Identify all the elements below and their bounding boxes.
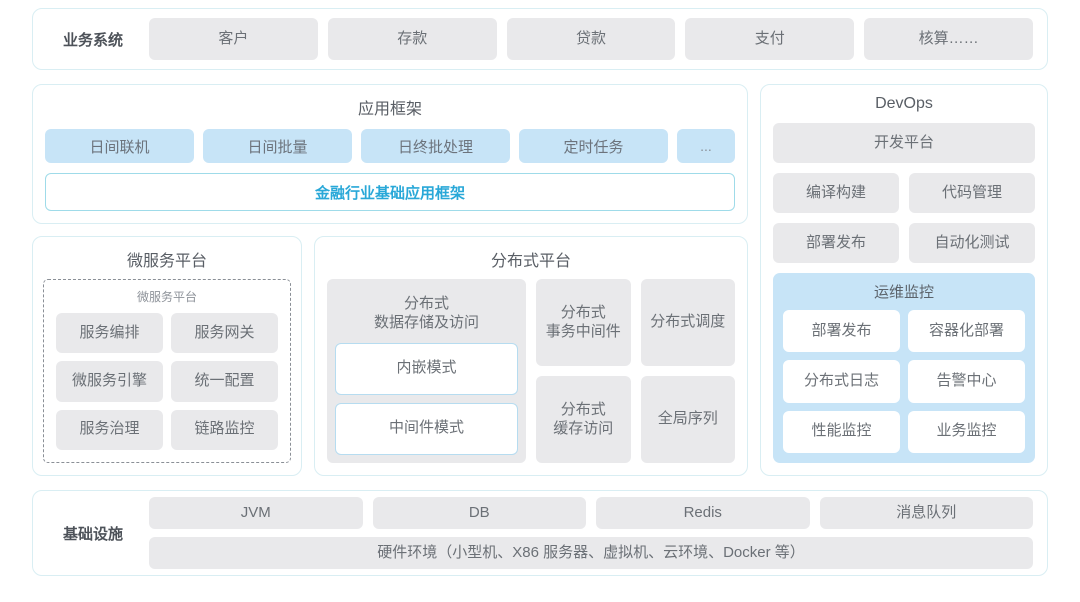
distributed-body: 分布式 数据存储及访问 内嵌模式 中间件模式 分布式 <box>327 279 735 463</box>
infrastructure-item-jvm[interactable]: JVM <box>149 497 363 529</box>
distributed-platform-section: 分布式平台 分布式 数据存储及访问 内嵌模式 中间件模式 <box>314 236 748 476</box>
business-item-loan[interactable]: 贷款 <box>506 18 676 60</box>
distributed-cell-0-line2: 事务中间件 <box>545 322 621 340</box>
business-systems-section: 业务系统 客户 存款 贷款 支付 核算…… <box>32 8 1048 70</box>
distributed-cell-global-sequence[interactable]: 全局序列 <box>640 376 735 463</box>
ops-item-deploy-release[interactable]: 部署发布 <box>783 310 900 353</box>
devops-item-automated-testing[interactable]: 自动化测试 <box>909 223 1035 263</box>
business-systems-label: 业务系统 <box>62 31 123 49</box>
business-item-payment[interactable]: 支付 <box>685 18 855 60</box>
microservice-item-engine[interactable]: 微服务引擎 <box>56 361 163 402</box>
microservice-item-governance[interactable]: 服务治理 <box>56 409 163 450</box>
ops-item-distributed-logging[interactable]: 分布式日志 <box>783 360 900 403</box>
infrastructure-label: 基础设施 <box>62 525 123 543</box>
application-framework-title: 应用框架 <box>357 101 422 118</box>
infrastructure-hardware-row: 硬件环境（小型机、X86 服务器、虚拟机、云环境、Docker 等） <box>149 537 1033 569</box>
ops-item-performance-monitoring[interactable]: 性能监控 <box>783 410 900 453</box>
distributed-cell-0-line1: 分布式 <box>560 303 606 321</box>
distributed-storage-column: 分布式 数据存储及访问 内嵌模式 中间件模式 <box>327 279 526 463</box>
devops-section: DevOps 开发平台 编译构建 代码管理 部署发布 自动化测试 运维监控 部署… <box>760 84 1048 476</box>
devops-item-deploy-release[interactable]: 部署发布 <box>773 223 899 263</box>
devops-item-dev-platform[interactable]: 开发平台 <box>773 123 1035 163</box>
business-item-customer[interactable]: 客户 <box>149 18 318 60</box>
distributed-cell-transaction-middleware[interactable]: 分布式 事务中间件 <box>536 279 631 366</box>
distributed-cell-2-line1: 分布式 <box>560 400 606 418</box>
distributed-platform-title: 分布式平台 <box>490 253 571 270</box>
distributed-cell-scheduling[interactable]: 分布式调度 <box>640 279 735 366</box>
devops-item-build[interactable]: 编译构建 <box>773 173 899 213</box>
platform-band: 应用框架 日间联机 日间批量 日终批处理 定时任务 ... 金融行业基础应用框架… <box>32 84 1048 476</box>
platform-left-column: 应用框架 日间联机 日间批量 日终批处理 定时任务 ... 金融行业基础应用框架… <box>32 84 748 476</box>
appfw-chip-more[interactable]: ... <box>677 129 735 163</box>
microservice-item-gateway[interactable]: 服务网关 <box>171 313 278 354</box>
appfw-chip-scheduled-task[interactable]: 定时任务 <box>519 129 668 163</box>
infrastructure-stack: JVM DB Redis 消息队列 硬件环境（小型机、X86 服务器、虚拟机、云… <box>149 497 1033 569</box>
distributed-cell-2-line2: 缓存访问 <box>553 419 614 437</box>
ops-item-business-monitoring[interactable]: 业务监控 <box>908 410 1025 453</box>
microservice-platform-section: 微服务平台 微服务平台 服务编排 服务网关 微服务引擎 统一配置 服务治理 链路… <box>32 236 302 476</box>
appfw-chip-daytime-batch[interactable]: 日间批量 <box>203 129 352 163</box>
distributed-storage-title: 分布式 数据存储及访问 <box>335 287 518 343</box>
distributed-cell-cache-access[interactable]: 分布式 缓存访问 <box>536 376 631 463</box>
ops-monitoring-grid: 部署发布 容器化部署 分布式日志 告警中心 性能监控 业务监控 <box>783 310 1025 453</box>
microservice-item-orchestration[interactable]: 服务编排 <box>56 313 163 354</box>
distributed-storage-title-line1: 分布式 <box>403 295 449 312</box>
distributed-mode-middleware[interactable]: 中间件模式 <box>335 402 518 455</box>
distributed-mode-embedded[interactable]: 内嵌模式 <box>335 342 518 395</box>
microservice-platform-title: 微服务平台 <box>126 253 207 270</box>
ops-monitoring-title: 运维监控 <box>873 284 934 301</box>
microservice-item-unified-config[interactable]: 统一配置 <box>171 361 278 402</box>
microservice-inner-group: 微服务平台 服务编排 服务网关 微服务引擎 统一配置 服务治理 链路监控 <box>43 279 291 463</box>
devops-items-grid: 编译构建 代码管理 部署发布 自动化测试 <box>773 173 1035 263</box>
ops-monitoring-group: 运维监控 部署发布 容器化部署 分布式日志 告警中心 性能监控 业务监控 <box>773 273 1035 463</box>
microservice-items-grid: 服务编排 服务网关 微服务引擎 统一配置 服务治理 链路监控 <box>56 313 278 450</box>
infrastructure-item-hardware-environment[interactable]: 硬件环境（小型机、X86 服务器、虚拟机、云环境、Docker 等） <box>149 537 1033 569</box>
devops-item-code-management[interactable]: 代码管理 <box>909 173 1035 213</box>
business-item-accounting[interactable]: 核算…… <box>864 18 1033 60</box>
infrastructure-items-row: JVM DB Redis 消息队列 <box>149 497 1033 529</box>
platform-middle-row: 微服务平台 微服务平台 服务编排 服务网关 微服务引擎 统一配置 服务治理 链路… <box>32 236 748 476</box>
financial-base-framework-bar[interactable]: 金融行业基础应用框架 <box>45 173 735 211</box>
infrastructure-item-redis[interactable]: Redis <box>596 497 810 529</box>
infrastructure-item-message-queue[interactable]: 消息队列 <box>819 497 1033 529</box>
devops-column: DevOps 开发平台 编译构建 代码管理 部署发布 自动化测试 运维监控 部署… <box>760 84 1048 476</box>
microservice-inner-title: 微服务平台 <box>136 290 197 304</box>
distributed-storage-card[interactable]: 分布式 数据存储及访问 内嵌模式 中间件模式 <box>327 279 526 463</box>
ops-item-alert-center[interactable]: 告警中心 <box>908 360 1025 403</box>
appfw-chip-eod-batch[interactable]: 日终批处理 <box>361 129 510 163</box>
infrastructure-item-db[interactable]: DB <box>372 497 586 529</box>
distributed-storage-title-line2: 数据存储及访问 <box>373 313 479 331</box>
distributed-cells-grid: 分布式 事务中间件 分布式调度 分布式 缓存访问 <box>536 279 735 463</box>
microservice-item-trace-monitoring[interactable]: 链路监控 <box>171 409 278 450</box>
devops-title: DevOps <box>875 95 933 112</box>
infrastructure-section: 基础设施 JVM DB Redis 消息队列 硬件环境（小型机、X86 服务器、… <box>32 490 1048 576</box>
appfw-chip-daytime-online[interactable]: 日间联机 <box>45 129 194 163</box>
business-item-deposit[interactable]: 存款 <box>327 18 497 60</box>
ops-item-containerized-deploy[interactable]: 容器化部署 <box>908 310 1025 353</box>
application-framework-chips: 日间联机 日间批量 日终批处理 定时任务 ... <box>45 129 735 163</box>
application-framework-section: 应用框架 日间联机 日间批量 日终批处理 定时任务 ... 金融行业基础应用框架 <box>32 84 748 224</box>
